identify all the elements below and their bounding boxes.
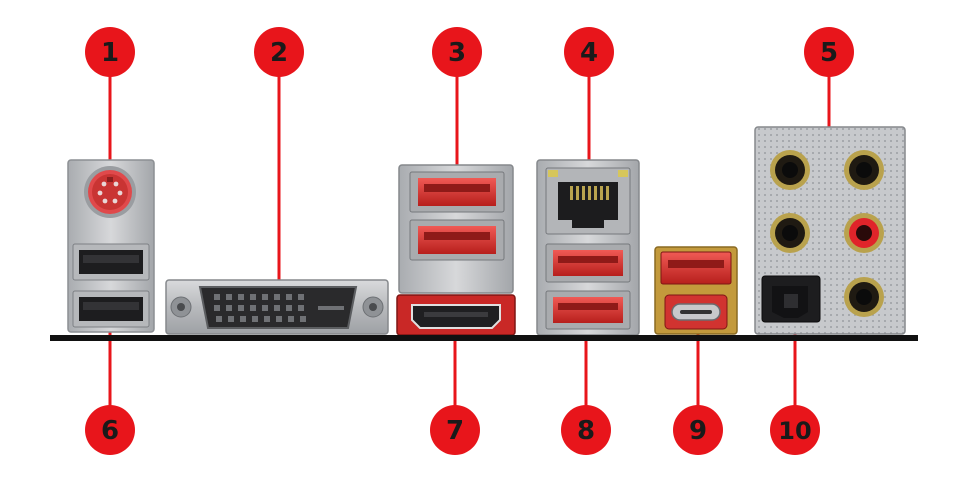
callout-6-label: 6 bbox=[101, 416, 119, 446]
optical-spdif-port bbox=[761, 275, 821, 323]
callout-10: 10 bbox=[770, 405, 820, 455]
audio-jack-2 bbox=[844, 150, 884, 190]
usb-port-black-upper bbox=[72, 243, 150, 281]
usb-port-red-lan-lower bbox=[545, 290, 631, 330]
port-group-ps2-usb bbox=[67, 159, 155, 333]
dvi-port bbox=[165, 279, 389, 335]
callout-9-label: 9 bbox=[689, 416, 707, 446]
callout-7: 7 bbox=[430, 405, 480, 455]
audio-jack-red bbox=[844, 213, 884, 253]
callout-2-label: 2 bbox=[270, 38, 288, 68]
callout-1-label: 1 bbox=[101, 38, 119, 68]
callout-8: 8 bbox=[561, 405, 611, 455]
callout-5-label: 5 bbox=[820, 38, 838, 68]
ps2-port bbox=[84, 166, 136, 218]
usb-port-red-lan-upper bbox=[545, 243, 631, 283]
callout-3: 3 bbox=[432, 27, 482, 77]
usb-port-red-upper bbox=[409, 171, 505, 213]
baseline-bar bbox=[50, 335, 918, 341]
hdmi-port bbox=[396, 294, 516, 336]
callout-4: 4 bbox=[564, 27, 614, 77]
callout-3-label: 3 bbox=[448, 38, 466, 68]
callout-1: 1 bbox=[85, 27, 135, 77]
port-group-audio bbox=[754, 126, 906, 335]
audio-jack-3 bbox=[770, 213, 810, 253]
callout-2: 2 bbox=[254, 27, 304, 77]
usb-port-black-lower bbox=[72, 290, 150, 328]
callout-10-label: 10 bbox=[778, 417, 811, 445]
port-group-lan-usb bbox=[536, 159, 640, 336]
callout-4-label: 4 bbox=[580, 38, 598, 68]
callout-5: 5 bbox=[804, 27, 854, 77]
usb-a-port-red bbox=[660, 251, 732, 285]
audio-jack-1 bbox=[770, 150, 810, 190]
callout-6: 6 bbox=[85, 405, 135, 455]
port-group-usb-hdmi bbox=[396, 164, 516, 336]
usb-c-port bbox=[664, 294, 728, 330]
ethernet-port bbox=[545, 167, 631, 235]
callout-7-label: 7 bbox=[446, 416, 464, 446]
audio-jack-5 bbox=[844, 277, 884, 317]
callout-8-label: 8 bbox=[577, 416, 595, 446]
callout-9: 9 bbox=[673, 405, 723, 455]
port-group-usb-a-c bbox=[654, 246, 738, 335]
usb-port-red-lower bbox=[409, 219, 505, 261]
